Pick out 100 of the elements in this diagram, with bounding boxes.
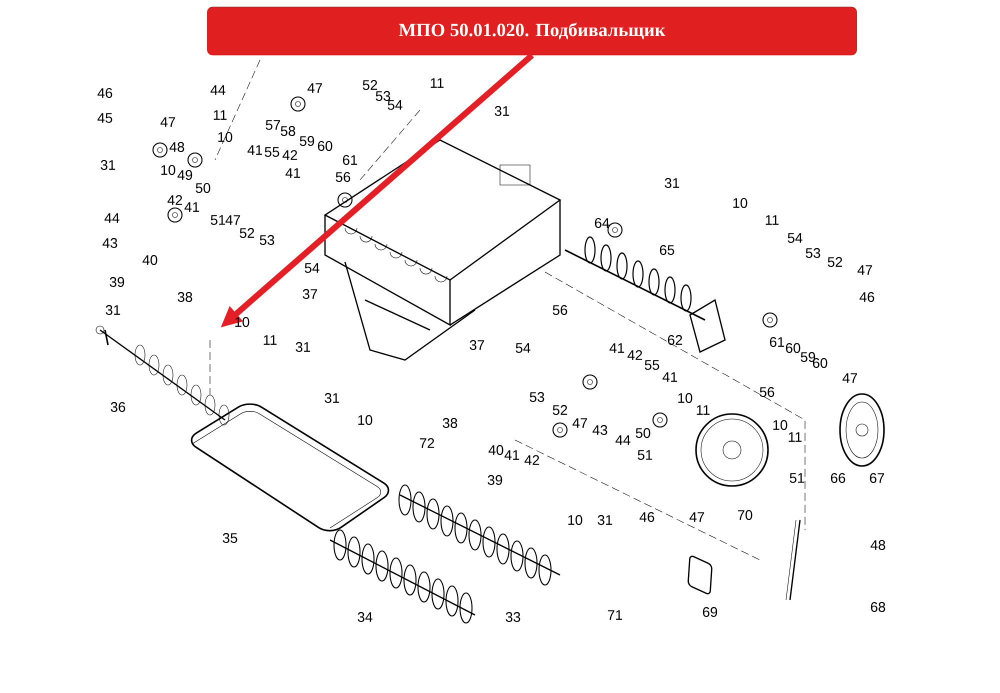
callout-number: 10 — [235, 317, 250, 327]
callout-number: 56 — [552, 305, 568, 315]
callout-number: 11 — [766, 215, 779, 225]
callout-number: 72 — [420, 438, 434, 448]
callout-number: 59 — [800, 352, 816, 362]
callout-number: 10 — [733, 198, 748, 208]
callout-number: 52 — [362, 80, 378, 90]
callout-number: 52 — [240, 228, 254, 238]
callout-number: 47 — [858, 265, 872, 275]
callout-number: 43 — [592, 425, 608, 435]
callout-number: 10 — [678, 393, 692, 403]
callout-number: 52 — [552, 405, 568, 415]
callout-number: 37 — [470, 340, 484, 350]
callout-number: 41 — [184, 202, 200, 212]
callout-number: 36 — [110, 402, 126, 412]
callout-number: 41 — [248, 145, 262, 155]
callout-number: 41 — [662, 372, 678, 382]
callout-number: 33 — [506, 612, 520, 622]
callout-number: 47 — [572, 418, 588, 428]
callout-number: 35 — [222, 533, 238, 543]
callout-number: 44 — [616, 435, 630, 445]
beater-shaft-drawing — [96, 326, 230, 426]
callout-number: 11 — [788, 432, 802, 442]
callout-number: 10 — [218, 132, 232, 142]
callout-number: 47 — [308, 83, 322, 93]
callout-number: 55 — [644, 360, 660, 370]
callout-number: 48 — [870, 540, 886, 550]
callout-number: 42 — [282, 150, 298, 160]
callout-number: 58 — [280, 126, 296, 136]
callout-number: 37 — [302, 289, 318, 299]
callout-number: 65 — [660, 245, 674, 255]
callout-number: 11 — [696, 405, 710, 415]
callout-number: 31 — [664, 178, 680, 188]
callout-number: 31 — [598, 515, 612, 525]
callout-number: 66 — [830, 473, 846, 483]
callout-number: 39 — [110, 277, 124, 287]
callout-number: 57 — [266, 120, 280, 130]
callout-number: 10 — [773, 420, 788, 430]
callout-number: 47 — [690, 512, 704, 522]
callout-number: 41 — [610, 343, 624, 353]
callout-number: 50 — [196, 183, 210, 193]
callout-number: 41 — [504, 450, 520, 460]
callout-number: 56 — [760, 387, 774, 397]
callout-number: 60 — [318, 141, 332, 151]
callout-number: 38 — [442, 418, 458, 428]
callout-number: 46 — [98, 88, 112, 98]
callout-number: 40 — [142, 255, 158, 265]
callout-number: 71 — [608, 610, 622, 620]
callout-number: 70 — [738, 510, 752, 520]
callout-number: 41 — [286, 168, 300, 178]
callout-number: 67 — [870, 473, 884, 483]
callout-number: 47 — [226, 215, 240, 225]
callout-number: 60 — [812, 358, 828, 368]
callout-number: 42 — [524, 455, 540, 465]
callout-number: 48 — [170, 142, 184, 152]
callout-number: 34 — [358, 612, 372, 622]
callout-number: 42 — [628, 350, 642, 360]
callout-number: 10 — [161, 165, 176, 175]
title-banner: МПО 50.01.020. Подбивальщик — [207, 6, 857, 56]
callout-number: 51 — [790, 473, 804, 483]
callout-number: 69 — [702, 607, 718, 617]
callout-number: 53 — [806, 248, 820, 258]
callout-number: 62 — [668, 335, 682, 345]
callout-number: 64 — [594, 218, 610, 228]
callout-number: 54 — [788, 233, 802, 243]
callout-number: 47 — [842, 373, 858, 383]
callout-number: 61 — [342, 155, 358, 165]
callout-number: 40 — [488, 445, 504, 455]
callout-number: 10 — [568, 515, 582, 525]
callout-number: 55 — [264, 147, 280, 157]
callout-number: 53 — [530, 392, 544, 402]
callout-number: 68 — [870, 602, 886, 612]
callout-number: 51 — [638, 450, 652, 460]
callout-number: 11 — [214, 110, 227, 120]
callout-number: 31 — [100, 160, 116, 170]
callout-number: 31 — [494, 106, 510, 116]
callout-number: 60 — [786, 343, 800, 353]
callout-number: 59 — [300, 136, 314, 146]
callout-number: 54 — [388, 100, 402, 110]
callout-number: 31 — [296, 342, 310, 352]
callout-number: 44 — [210, 85, 226, 95]
callout-number: 61 — [770, 337, 784, 347]
callout-number: 11 — [430, 78, 444, 88]
callout-number: 47 — [160, 117, 176, 127]
callout-number: 45 — [98, 113, 112, 123]
callout-number: 46 — [640, 512, 654, 522]
callout-number: 31 — [324, 393, 340, 403]
callout-number: 11 — [264, 335, 277, 345]
callout-number: 56 — [336, 172, 350, 182]
callout-number: 49 — [178, 170, 192, 180]
callout-number: 50 — [636, 428, 650, 438]
callout-number: 54 — [304, 263, 320, 273]
callout-number: 54 — [516, 343, 530, 353]
callout-number: 39 — [488, 475, 502, 485]
callout-number: 38 — [178, 292, 192, 302]
callout-number: 46 — [860, 292, 874, 302]
callout-number: 52 — [828, 257, 842, 267]
callout-number: 53 — [376, 91, 390, 101]
callout-number: 51 — [210, 215, 226, 225]
callout-number: 53 — [260, 235, 274, 245]
